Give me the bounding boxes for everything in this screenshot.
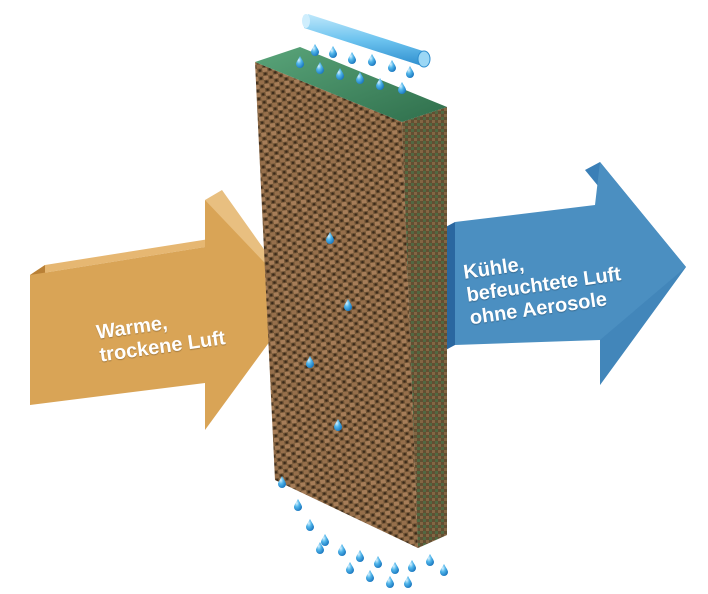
water-drop-icon [440,564,448,576]
warm-arrow-front-face [30,200,300,430]
water-drop-icon [368,54,376,66]
water-pipe-body [304,14,426,66]
water-drop-icon [278,476,286,488]
water-drop-icon [306,356,314,368]
cool-arrow-shade [600,267,686,385]
water-drop-icon [306,519,314,531]
water-drop-icon [388,60,396,72]
water-drop-icon [334,419,342,431]
water-drop-icon [391,562,399,574]
water-drop-icon [406,66,414,78]
water-drop-icon [376,78,384,90]
cooling-pad-side-face [402,107,447,548]
cooling-pad [255,47,447,548]
cooling-pad-front-shade [255,62,418,548]
water-drop-icon [386,576,394,588]
water-drop-icon [426,554,434,566]
water-drops [278,44,448,588]
water-drop-icon [316,62,324,74]
water-drop-icon [296,56,304,68]
water-drop-icon [316,542,324,554]
water-drop-icon [356,72,364,84]
water-drop-icon [344,299,352,311]
water-pipe-end-cap [417,50,431,68]
water-drop-icon [348,52,356,64]
cooling-pad-side-shade [402,107,447,548]
water-drop-icon [404,576,412,588]
water-drop-icon [408,560,416,572]
water-drop-icon [321,534,329,546]
cooling-pad-front-face [255,62,418,548]
warm-air-arrow [30,190,300,430]
water-drop-icon [326,232,334,244]
water-drop-icon [329,46,337,58]
warm-arrow-top-face [30,237,222,275]
water-drop-icon [374,556,382,568]
water-drop-icon [366,570,374,582]
water-drop-icon [398,82,406,94]
water-drop-icon [294,499,302,511]
water-pipe-start-cap [302,14,310,28]
water-drop-icon [356,550,364,562]
water-drop-icon [338,544,346,556]
water-drop-icon [336,68,344,80]
water-drop-icon [311,44,319,56]
water-drop-icon [346,562,354,574]
water-pipe [302,14,431,68]
